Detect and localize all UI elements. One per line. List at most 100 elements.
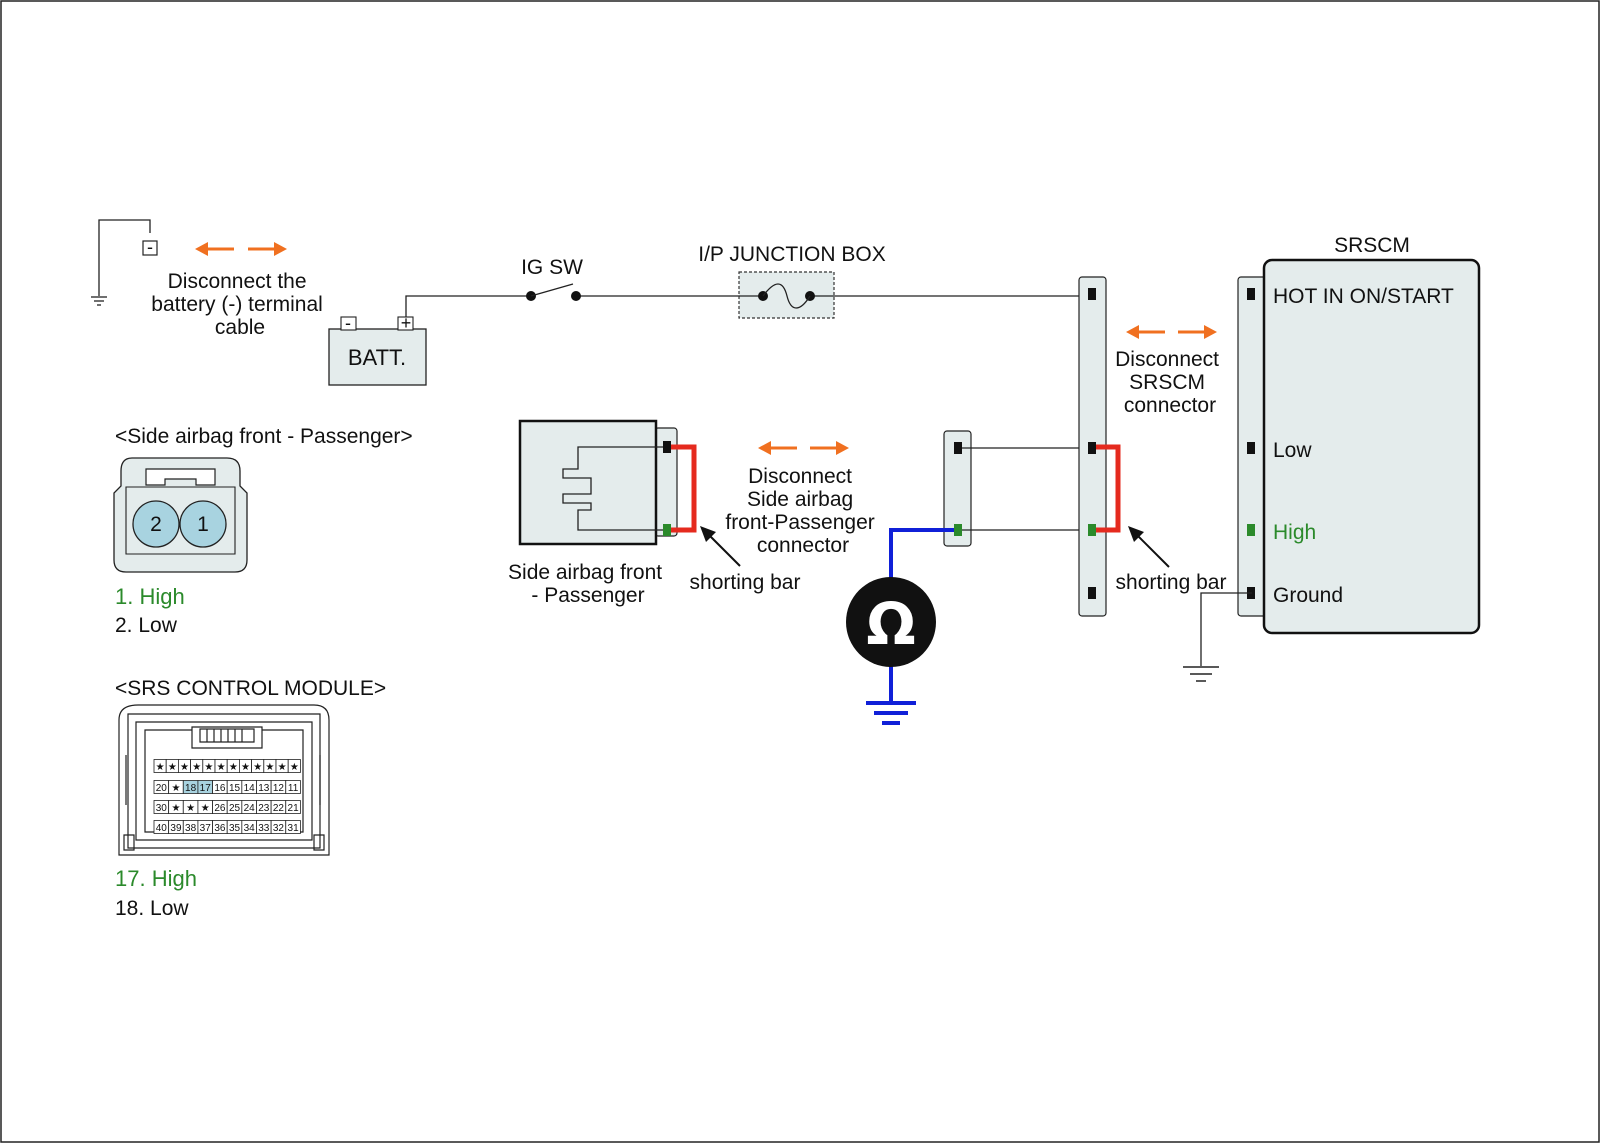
side-airbag-pin-high [663,524,671,536]
harness2-pin-low [1088,442,1096,454]
srs-legend-low: 18. Low [115,897,189,920]
shorting-bar-right-arrow [1128,526,1170,568]
srs-module-pin-label: 21 [288,803,300,814]
srs-module-pin-cell [285,780,301,794]
shorting-bar-left [671,444,697,533]
connector-pin-1 [179,500,227,548]
switch-icon [526,283,581,304]
srs-module-pin-label: ★ [229,762,238,773]
srs-module-pin-label: ★ [171,803,180,814]
harness2-pin-high [1088,524,1096,536]
srs-module-pin-row: ★★★★★★★★★★★★ [153,759,301,773]
srscm-pin-low [1247,442,1255,454]
battery-minus: - [345,313,351,333]
srs-module-pin-label: 24 [244,803,256,814]
side-airbag-label: Side airbag front - Passenger [508,561,668,607]
srs-module-pin-label: 31 [288,823,300,834]
srs-module-pin-label: 40 [156,823,168,834]
srs-module-pin-label: ★ [265,762,274,773]
srs-module-pin-label: ★ [168,762,177,773]
ohmmeter-icon [846,577,936,667]
srs-module-pin-label: 22 [273,803,285,814]
orange-double-arrow-icon [758,441,849,455]
side-airbag-disconnect-label: Disconnect Side airbag front-Passenger c… [725,465,880,557]
orange-double-arrow-icon [195,242,287,256]
side-airbag-pin-low [663,441,671,453]
srs-module-pin-label: 25 [229,803,241,814]
srscm-pin-high [1247,524,1255,536]
srs-module-pin-label: 13 [258,783,270,794]
srs-module-pin-label: 20 [156,783,168,794]
srs-module-pin-label: 32 [273,823,285,834]
srs-module-pin-label: 23 [258,803,270,814]
srscm-disconnect-label: Disconnect SRSCM connector [1115,348,1225,417]
srs-module-pin-cell [285,800,301,814]
battery-plus: + [401,313,412,333]
srs-module-pin-label: ★ [278,762,287,773]
srs-module-connector-face [118,704,330,856]
srs-module-pin-label: 33 [258,823,270,834]
srs-module-view-title: <SRS CONTROL MODULE> [115,677,386,700]
srs-module-pin-label: 18 [185,783,197,794]
srs-module-pin-label: 12 [273,783,285,794]
power-wire [405,295,1092,317]
ig-sw-label: IG SW [521,256,583,279]
battery-disconnect-label: Disconnect the battery (-) terminal cabl… [151,270,328,339]
side-airbag-connector-face [113,457,248,573]
srs-module-pin-cell [287,759,301,773]
srs-module-pin-label: 30 [156,803,168,814]
side-airbag-squib [562,446,665,531]
connector-pin-2-label: 2 [150,513,162,536]
battery-label: BATT. [348,345,406,370]
connector-legend-low: 2. Low [115,614,178,637]
srscm-ground-wire [1200,592,1252,666]
srs-module-pin-label: ★ [171,783,180,794]
srs-module-pin-label: ★ [201,803,210,814]
shorting-bar-right [1096,444,1121,533]
srs-module-pin-label: 36 [214,823,226,834]
srs-module-pin-label: 26 [214,803,226,814]
ground-icon [866,701,916,725]
srs-module-pin-label: ★ [204,762,213,773]
srs-module-pin-label: 37 [200,823,212,834]
srscm-body [1262,258,1481,635]
srs-module-pin-label: 38 [185,823,197,834]
harness-connector [943,430,972,547]
harness2-pin-hot [1088,288,1096,300]
srs-module-pin-label: 39 [170,823,182,834]
connector-pin-2 [132,500,180,548]
connector-legend-high: 1. High [115,584,185,609]
connector-pin-1-label: 1 [197,513,209,536]
orange-double-arrow-icon [1126,325,1217,339]
srs-module-pin-label: ★ [217,762,226,773]
srscm-terminal-ground: Ground [1273,584,1343,607]
shorting-bar-left-label: shorting bar [690,571,801,594]
srs-module-pin-label: 35 [229,823,241,834]
srs-module-pin-label: 16 [214,783,226,794]
harness-pin-high [954,524,962,536]
srs-module-pin-label: 15 [229,783,241,794]
srs-module-pin-label: 11 [288,783,299,794]
srs-legend-high: 17. High [115,866,197,891]
ohmmeter-probe-wire [889,528,954,592]
srs-module-pin-label: ★ [253,762,262,773]
side-airbag-component [518,419,658,546]
srs-module-pin-label: ★ [180,762,189,773]
srscm-pin-hot [1247,288,1255,300]
srs-module-pin-cell [285,820,301,834]
connector-view-title: <Side airbag front - Passenger> [115,425,413,448]
battery-terminal-box [142,240,158,256]
srscm-terminal-high: High [1273,521,1316,544]
srs-module-pin-label: ★ [186,803,195,814]
battery [328,316,427,386]
fuse-icon [738,271,835,319]
harness2-pin-ground [1088,587,1096,599]
srscm-title: SRSCM [1334,234,1410,257]
shorting-bar-right-label: shorting bar [1116,571,1227,594]
junction-box-label: I/P JUNCTION BOX [698,243,885,266]
